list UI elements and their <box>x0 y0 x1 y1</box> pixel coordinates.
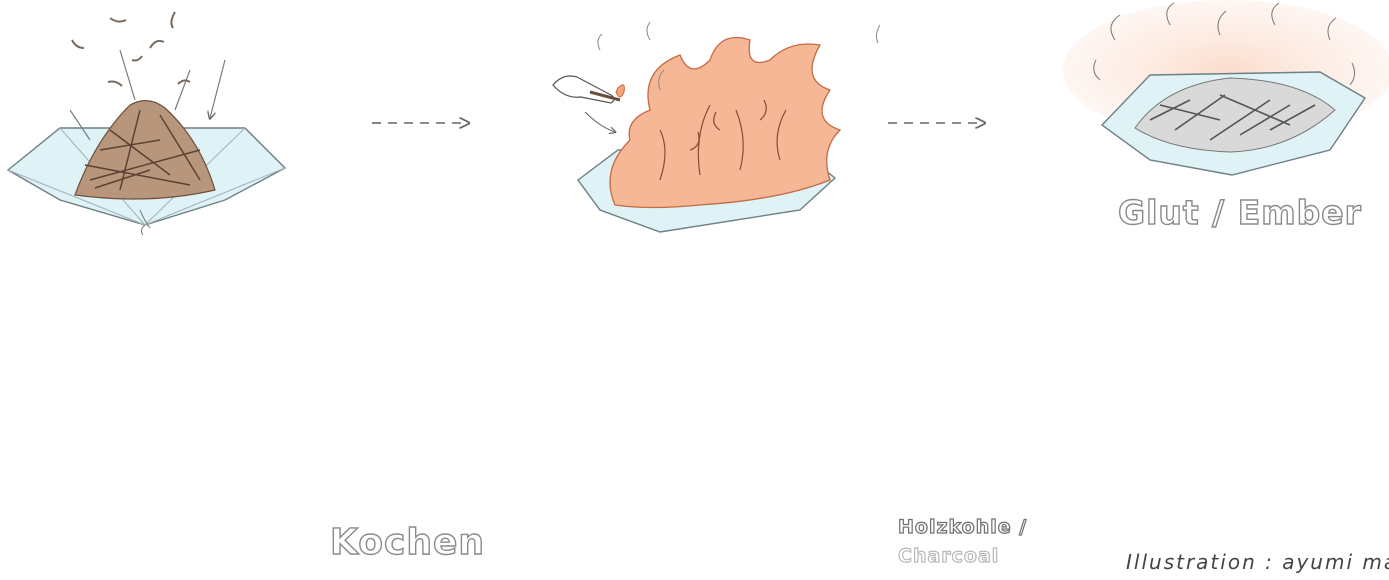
charcoal-label-en: Charcoal <box>898 545 999 567</box>
cooking-label: Kochen <box>330 522 485 563</box>
ember-label: Glut / Ember <box>1118 193 1362 232</box>
embers-icon <box>1063 0 1389 175</box>
charcoal-label-de: Holzkohle / <box>898 516 1027 538</box>
wood-pile-icon <box>8 12 285 235</box>
match-icon <box>553 76 624 132</box>
flame-icon <box>578 22 880 232</box>
illustration-credit: Illustration : ayumi mat <box>1126 550 1389 574</box>
